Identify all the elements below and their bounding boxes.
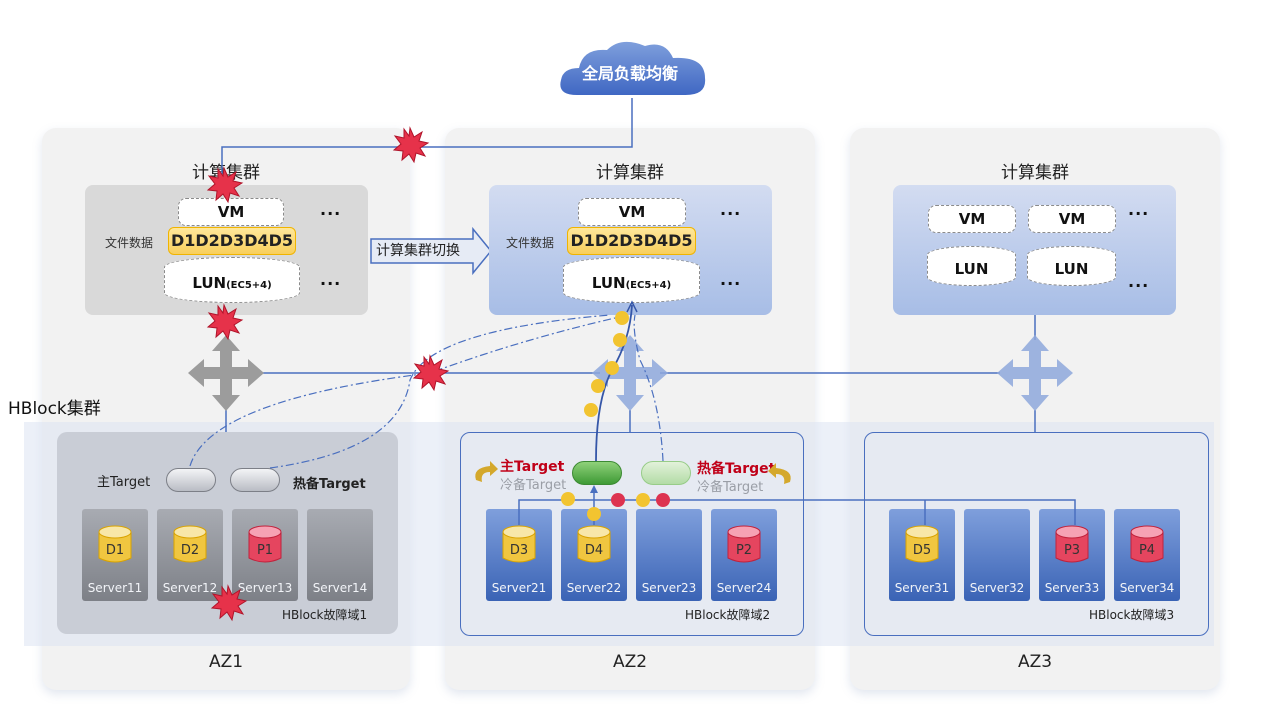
svg-text:D1: D1: [106, 543, 124, 558]
hblock-cluster-title: HBlock集群: [8, 399, 101, 419]
server-name: Server13: [237, 581, 293, 595]
az3-lun-2[interactable]: LUN: [1027, 246, 1116, 286]
server-name: Server21: [491, 581, 547, 595]
svg-text:D3: D3: [510, 543, 528, 558]
cloud-icon: [560, 41, 706, 96]
az2-label: AZ2: [612, 652, 648, 672]
compute-switch-arrow-icon: [370, 226, 492, 276]
svg-text:P2: P2: [736, 543, 752, 558]
az3-compute-title: 计算集群: [1001, 163, 1069, 183]
server-name: Server31: [894, 581, 950, 595]
svg-text:P4: P4: [1139, 543, 1155, 558]
az1-hot-standby-target[interactable]: [230, 468, 280, 492]
az1-label: AZ1: [208, 652, 244, 672]
az1-primary-target[interactable]: [166, 468, 216, 492]
az2-primary-cold-label: 冷备Target: [500, 478, 567, 493]
server-name: Server14: [312, 581, 368, 595]
data-disk-icon: D1: [98, 525, 132, 563]
az1-lun-name: LUN: [192, 274, 227, 292]
server-name: Server12: [162, 581, 218, 595]
az1-vm[interactable]: VM: [178, 198, 284, 226]
svg-text:P3: P3: [1064, 543, 1080, 558]
az1-lun-ec: (EC5+4): [226, 280, 272, 291]
global-load-balancer-label: 全局负载均衡: [581, 64, 678, 83]
az2-file-data: D1D2D3D4D5: [567, 227, 696, 255]
compute-switch-label: 计算集群切换: [376, 243, 460, 259]
data-disk-icon: D5: [905, 525, 939, 563]
az2-primary-target[interactable]: [572, 461, 622, 485]
az2-hot-standby-target-label: 热备Target: [697, 461, 776, 477]
az1-more-lun: ...: [320, 270, 342, 289]
az1-more-vm: ...: [320, 200, 342, 219]
svg-text:P1: P1: [257, 543, 273, 558]
parity-disk-icon: P3: [1055, 525, 1089, 563]
az3-vm-2[interactable]: VM: [1028, 205, 1116, 233]
svg-text:D4: D4: [585, 543, 603, 558]
swap-arrow-icon: [475, 461, 498, 482]
az3-vm-1[interactable]: VM: [928, 205, 1016, 233]
az2-more-lun: ...: [720, 270, 742, 289]
az2-fault-domain-label: HBlock故障域2: [685, 608, 771, 622]
server-name: Server32: [969, 581, 1025, 595]
server-name: Server24: [716, 581, 772, 595]
az2-more-vm: ...: [720, 200, 742, 219]
az2-file-data-label: 文件数据: [506, 236, 555, 250]
az1-file-data: D1D2D3D4D5: [168, 227, 296, 255]
az2-primary-target-label: 主Target: [500, 459, 565, 475]
data-disk-icon: D4: [577, 525, 611, 563]
az1-file-data-label: 文件数据: [105, 236, 154, 250]
server-name: Server11: [87, 581, 143, 595]
az3-label: AZ3: [1017, 652, 1053, 672]
data-disk-icon: D3: [502, 525, 536, 563]
az1-hot-standby-target-label: 热备Target: [293, 477, 366, 492]
az3-lun-1[interactable]: LUN: [927, 246, 1016, 286]
parity-disk-icon: P2: [727, 525, 761, 563]
data-disk-icon: D2: [173, 525, 207, 563]
parity-disk-icon: P1: [248, 525, 282, 563]
svg-text:D2: D2: [181, 543, 199, 558]
az2-hot-cold-label: 冷备Target: [697, 480, 764, 495]
az1-lun[interactable]: LUN(EC5+4): [164, 257, 300, 303]
az3-fault-domain-label: HBlock故障域3: [1089, 608, 1175, 622]
parity-disk-icon: P4: [1130, 525, 1164, 563]
az2-lun[interactable]: LUN(EC5+4): [563, 257, 700, 303]
az2-compute-title: 计算集群: [596, 163, 664, 183]
failure-az1-az2-link-icon: [413, 355, 449, 391]
server-server14[interactable]: Server14: [307, 509, 373, 601]
swap-arrow-icon: [768, 463, 791, 484]
server-name: Server22: [566, 581, 622, 595]
server-server32[interactable]: Server32: [964, 509, 1030, 601]
server-name: Server33: [1044, 581, 1100, 595]
server-server23[interactable]: Server23: [636, 509, 702, 601]
server-name: Server23: [641, 581, 697, 595]
az1-compute-title: 计算集群: [192, 163, 260, 183]
az2-hot-standby-target[interactable]: [641, 461, 691, 485]
az2-lun-name: LUN: [591, 274, 626, 292]
az3-more-lun: ...: [1128, 272, 1150, 291]
server-name: Server34: [1119, 581, 1175, 595]
az1-primary-target-label: 主Target: [97, 475, 151, 490]
az3-fault-domain: [864, 432, 1209, 636]
az1-fault-domain-label: HBlock故障域1: [282, 608, 368, 622]
svg-text:D5: D5: [913, 543, 931, 558]
az3-more-vm: ...: [1128, 200, 1150, 219]
az2-lun-ec: (EC5+4): [625, 280, 672, 291]
az2-vm[interactable]: VM: [578, 198, 686, 226]
